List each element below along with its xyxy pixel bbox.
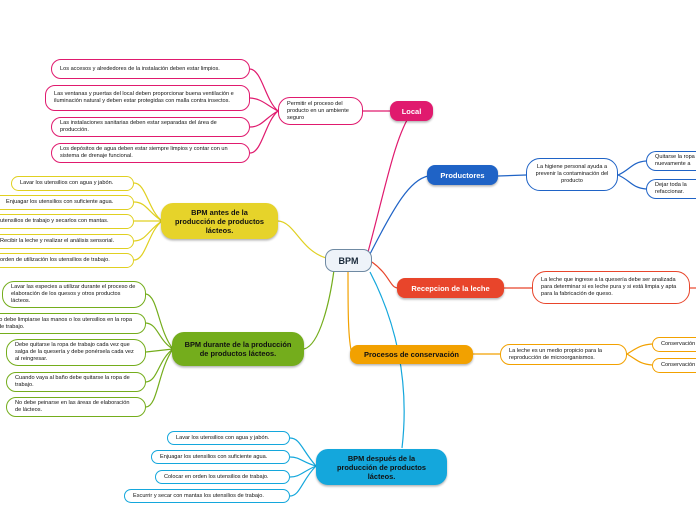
central-topic[interactable]: BPM <box>325 249 372 272</box>
durante-item[interactable]: Cuando vaya al baño debe quitarse la rop… <box>6 372 146 392</box>
topic-bpm-antes[interactable]: BPM antes de la producción de productos … <box>161 203 278 239</box>
despues-item[interactable]: Escurrir y secar con mantas los utensili… <box>124 489 290 503</box>
durante-item[interactable]: Debe quitarse la ropa de trabajo cada ve… <box>6 339 146 366</box>
local-item[interactable]: Los depósitos de agua deben estar siempr… <box>51 143 250 163</box>
despues-item[interactable]: Enjuagar los utensilios con suficiente a… <box>151 450 290 464</box>
topic-conservacion[interactable]: Procesos de conservación <box>350 345 473 364</box>
local-item[interactable]: Las ventanas y puertas del local deben p… <box>45 85 250 111</box>
conservacion-item[interactable]: Conservación <box>652 337 696 352</box>
despues-item[interactable]: Lavar los utensilios con agua y jabón. <box>167 431 290 445</box>
antes-item[interactable]: orden de utilización los utensilios de t… <box>0 253 134 268</box>
durante-item[interactable]: lo debe limpiarse las manos o los utensi… <box>0 313 146 334</box>
local-subtopic[interactable]: Permitir el proceso del producto en un a… <box>278 97 363 125</box>
topic-productores[interactable]: Productores <box>427 165 498 185</box>
durante-item[interactable]: No debe peinarse en las áreas de elabora… <box>6 397 146 417</box>
conservacion-item[interactable]: Conservación <box>652 358 696 373</box>
local-item[interactable]: Los accesos y alrededores de la instalac… <box>51 59 250 79</box>
topic-recepcion[interactable]: Recepcion de la leche <box>397 278 504 298</box>
antes-item[interactable]: Recibir la leche y realizar el análisis … <box>0 234 134 249</box>
recepcion-subtopic[interactable]: La leche que ingrese a la quesería debe … <box>532 271 690 304</box>
conservacion-subtopic[interactable]: La leche es un medio propicio para la re… <box>500 344 627 365</box>
antes-item[interactable]: Lavar los utensilios con agua y jabón. <box>11 176 134 191</box>
durante-item[interactable]: Lavar las especies a utilizar durante el… <box>2 281 146 308</box>
productores-item[interactable]: Quitarse la ropa nuevamente a <box>646 151 696 171</box>
antes-item[interactable]: utensilios de trabajo y secarlos con man… <box>0 214 134 229</box>
topic-bpm-durante[interactable]: BPM durante de la producción de producto… <box>172 332 304 366</box>
productores-item[interactable]: Dejar toda la refaccionar. <box>646 179 696 199</box>
topic-bpm-despues[interactable]: BPM después de la producción de producto… <box>316 449 447 485</box>
local-item[interactable]: Las instalaciones sanitarias deben estar… <box>51 117 250 137</box>
topic-local[interactable]: Local <box>390 101 433 121</box>
despues-item[interactable]: Colocar en orden los utensilios de traba… <box>155 470 290 484</box>
productores-subtopic[interactable]: La higiene personal ayuda a prevenir la … <box>526 158 618 191</box>
antes-item[interactable]: Enjuagar los utensilios con suficiente a… <box>0 195 134 210</box>
